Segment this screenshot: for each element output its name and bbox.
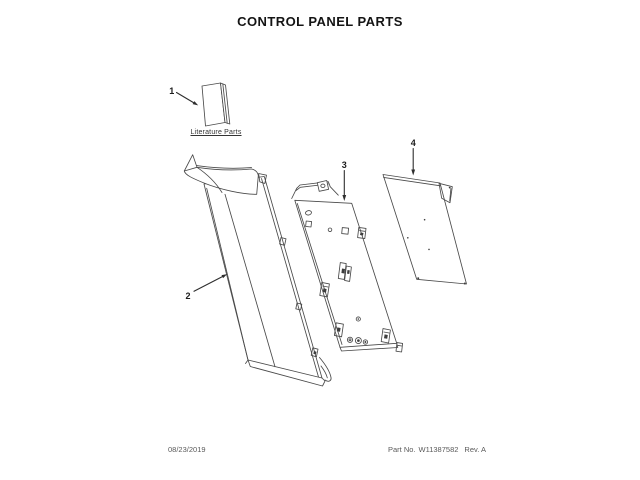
callout-3-number: 3	[342, 160, 347, 170]
callout-2-arrow	[193, 274, 228, 292]
part-no-value: W11387582	[418, 445, 459, 454]
callout-4-number: 4	[411, 138, 416, 148]
part-3-mounting-bracket	[291, 180, 404, 353]
callout-2-number: 2	[185, 291, 190, 301]
revision-label: Rev. A	[464, 445, 486, 454]
literature-parts-label: Literature Parts	[190, 128, 242, 136]
page-title: CONTROL PANEL PARTS	[237, 14, 403, 29]
callout-1-arrow	[175, 91, 199, 106]
footer-date: 08/23/2019	[168, 445, 206, 454]
callout-4-arrow	[411, 147, 416, 176]
part-2-control-panel	[183, 154, 332, 387]
part-4-rear-panel	[382, 174, 467, 285]
part-1-literature-booklet	[201, 82, 231, 127]
footer-part-info: Part No.W11387582 Rev. A	[388, 445, 486, 454]
callout-1-number: 1	[169, 86, 174, 96]
callout-3-arrow	[342, 169, 347, 201]
part-no-label: Part No.	[388, 445, 416, 454]
